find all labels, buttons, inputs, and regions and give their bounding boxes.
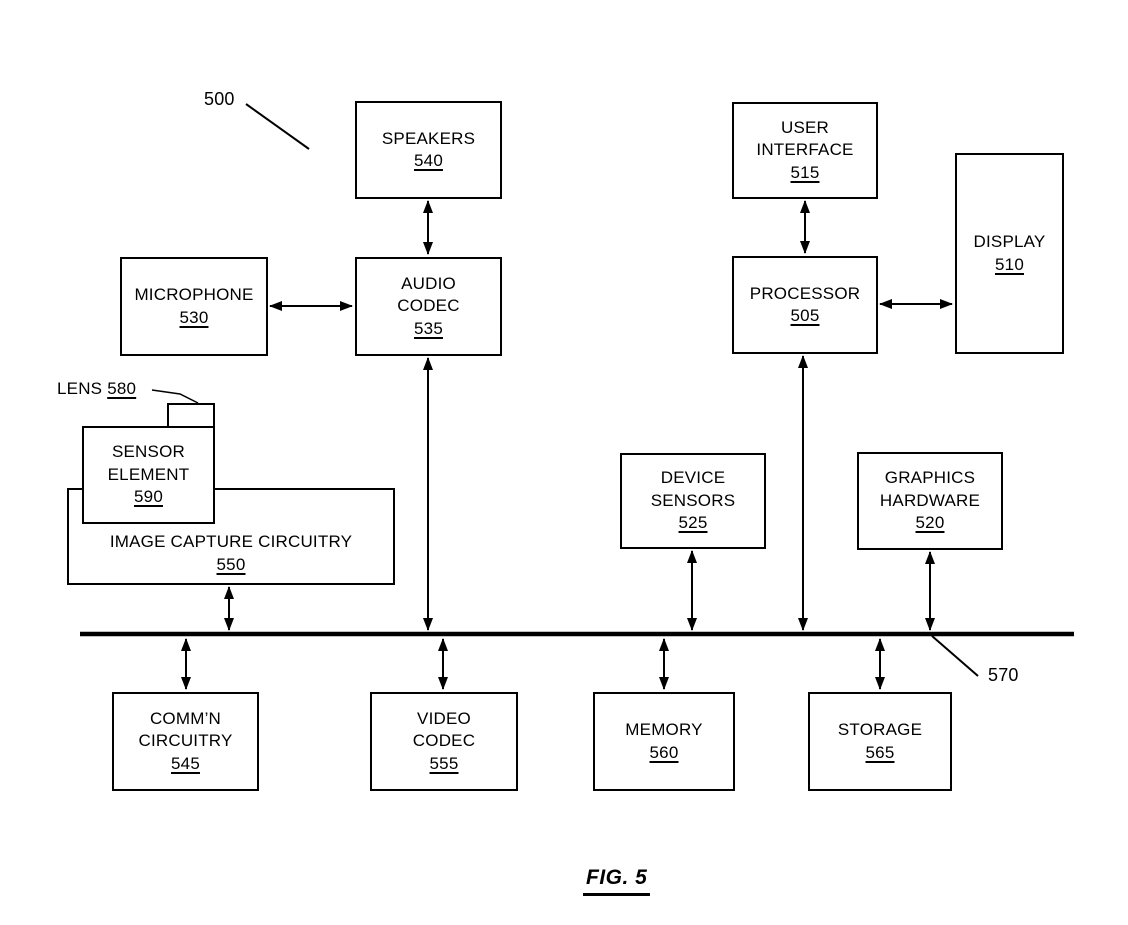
comm-circuitry-box: COMM’N CIRCUITRY 545 xyxy=(112,692,259,791)
sensor-element-ref: 590 xyxy=(134,487,163,507)
storage-ref: 565 xyxy=(865,742,895,762)
leader-line-lens-580 xyxy=(151,389,199,404)
device-sensors-ref: 525 xyxy=(678,513,708,533)
user-interface-label: USER INTERFACE xyxy=(756,117,854,160)
processor-ref: 505 xyxy=(790,306,820,325)
storage-label: STORAGE xyxy=(837,720,923,740)
user-interface-ref: 515 xyxy=(790,162,820,182)
leader-line-570 xyxy=(931,635,979,677)
video-codec-ref: 555 xyxy=(429,753,459,773)
user-interface-box: USER INTERFACE 515 xyxy=(732,102,878,199)
video-codec-box: VIDEO CODEC 555 xyxy=(370,692,518,791)
lens-box xyxy=(167,403,215,428)
video-codec-label: VIDEO CODEC xyxy=(412,708,476,751)
bus-ref-label: 570 xyxy=(988,665,1019,685)
display-box: DISPLAY 510 xyxy=(955,153,1064,354)
image-capture-circuitry-ref: 550 xyxy=(216,554,246,574)
display-ref: 510 xyxy=(995,254,1024,274)
graphics-hardware-ref: 520 xyxy=(915,513,945,533)
microphone-ref: 530 xyxy=(179,307,209,327)
system-ref-label: 500 xyxy=(204,89,235,109)
memory-ref: 560 xyxy=(649,742,679,762)
lens-label-text: LENS xyxy=(57,379,103,398)
display-label: DISPLAY xyxy=(973,232,1046,252)
comm-circuitry-ref: 545 xyxy=(171,753,200,773)
device-sensors-label: DEVICE SENSORS xyxy=(650,468,736,510)
microphone-label: MICROPHONE xyxy=(134,285,254,305)
processor-box: PROCESSOR 505 xyxy=(732,256,878,354)
speakers-box: SPEAKERS 540 xyxy=(355,101,502,199)
device-sensors-box: DEVICE SENSORS 525 xyxy=(620,453,766,549)
figure-caption: FIG. 5 xyxy=(583,866,651,896)
speakers-ref: 540 xyxy=(414,151,443,170)
audio-codec-ref: 535 xyxy=(414,318,443,338)
sensor-element-box: SENSOR ELEMENT 590 xyxy=(82,426,215,524)
graphics-hardware-label: GRAPHICS HARDWARE xyxy=(879,468,981,510)
comm-circuitry-label: COMM’N CIRCUITRY xyxy=(138,708,233,751)
speakers-label: SPEAKERS xyxy=(381,128,476,148)
memory-label: MEMORY xyxy=(625,720,703,740)
microphone-box: MICROPHONE 530 xyxy=(120,257,268,356)
audio-codec-label: AUDIO CODEC xyxy=(397,273,460,316)
lens-label-ref: 580 xyxy=(107,379,137,398)
sensor-element-label: SENSOR ELEMENT xyxy=(107,442,190,484)
memory-box: MEMORY 560 xyxy=(593,692,735,791)
leader-line-500 xyxy=(245,103,310,150)
image-capture-circuitry-label: IMAGE CAPTURE CIRCUITRY xyxy=(109,532,353,552)
audio-codec-box: AUDIO CODEC 535 xyxy=(355,257,502,356)
storage-box: STORAGE 565 xyxy=(808,692,952,791)
graphics-hardware-box: GRAPHICS HARDWARE 520 xyxy=(857,452,1003,550)
image-capture-circuitry-box: IMAGE CAPTURE CIRCUITRY 550 xyxy=(67,488,395,585)
processor-label: PROCESSOR xyxy=(749,283,861,303)
